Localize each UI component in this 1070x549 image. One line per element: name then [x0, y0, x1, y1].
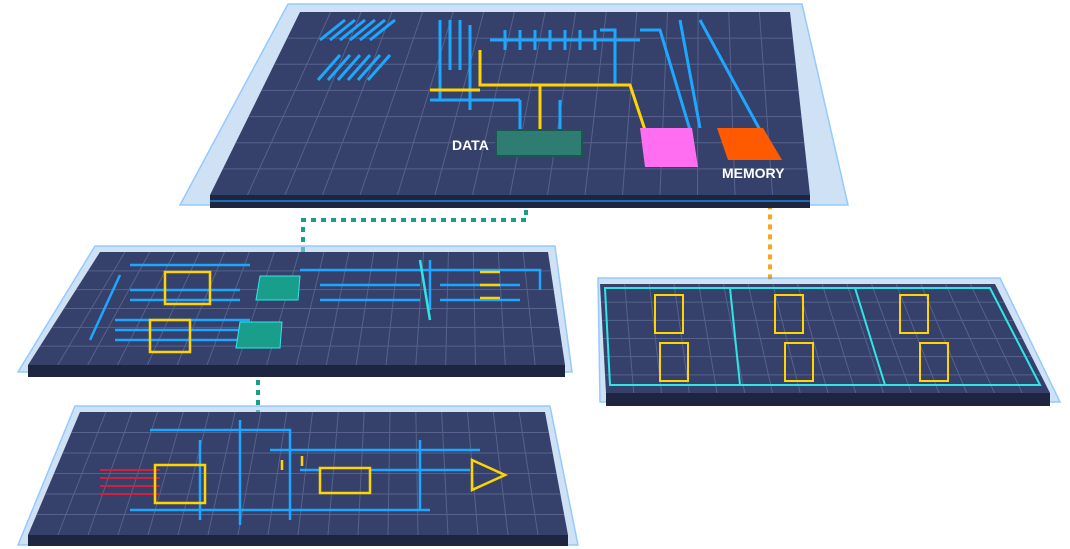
bottom-left-board: [16, 405, 579, 546]
grid-line: [247, 12, 332, 195]
top-board: DATA MEMORY: [178, 3, 849, 208]
data-chip: [495, 129, 583, 157]
grid-line: [472, 12, 515, 195]
grid-line: [547, 12, 577, 195]
mid-teal-chip-1: [255, 275, 301, 301]
pink-chip: [640, 128, 698, 167]
mid-teal-chip-2: [235, 321, 283, 349]
data-label: DATA: [452, 137, 489, 153]
memory-label: MEMORY: [722, 165, 785, 181]
grid-line: [697, 12, 699, 195]
grid-line: [284, 12, 362, 195]
grid-line: [509, 12, 546, 195]
grid-line: [322, 12, 393, 195]
memory-chip: [717, 128, 782, 160]
grid-line: [584, 12, 607, 195]
grid-line: [434, 12, 485, 195]
grid-line: [728, 12, 736, 195]
right-memory-board: [597, 277, 1062, 406]
grid-line: [397, 12, 454, 195]
grid-line: [758, 12, 773, 195]
grid-line: [359, 12, 423, 195]
grid-line: [622, 12, 638, 195]
middle-left-board: [16, 245, 573, 377]
